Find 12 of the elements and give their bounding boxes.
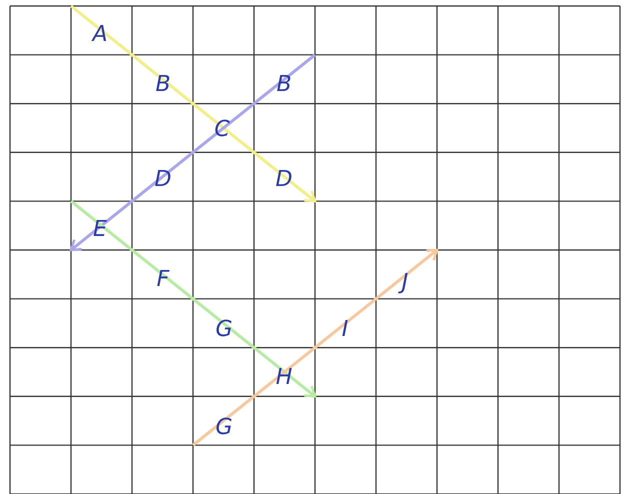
letter-label: G — [215, 416, 233, 440]
letter-label: I — [342, 318, 348, 342]
letter-label: D — [276, 168, 292, 192]
letter-label: H — [276, 366, 292, 390]
letter-label: D — [154, 168, 172, 192]
letter-label: F — [156, 268, 170, 292]
letter-label: G — [215, 318, 233, 342]
letter-label: E — [93, 218, 107, 242]
letter-label: B — [276, 73, 292, 97]
letter-label: A — [92, 23, 108, 47]
letter-label: C — [214, 118, 230, 142]
letter-label: B — [155, 73, 171, 97]
